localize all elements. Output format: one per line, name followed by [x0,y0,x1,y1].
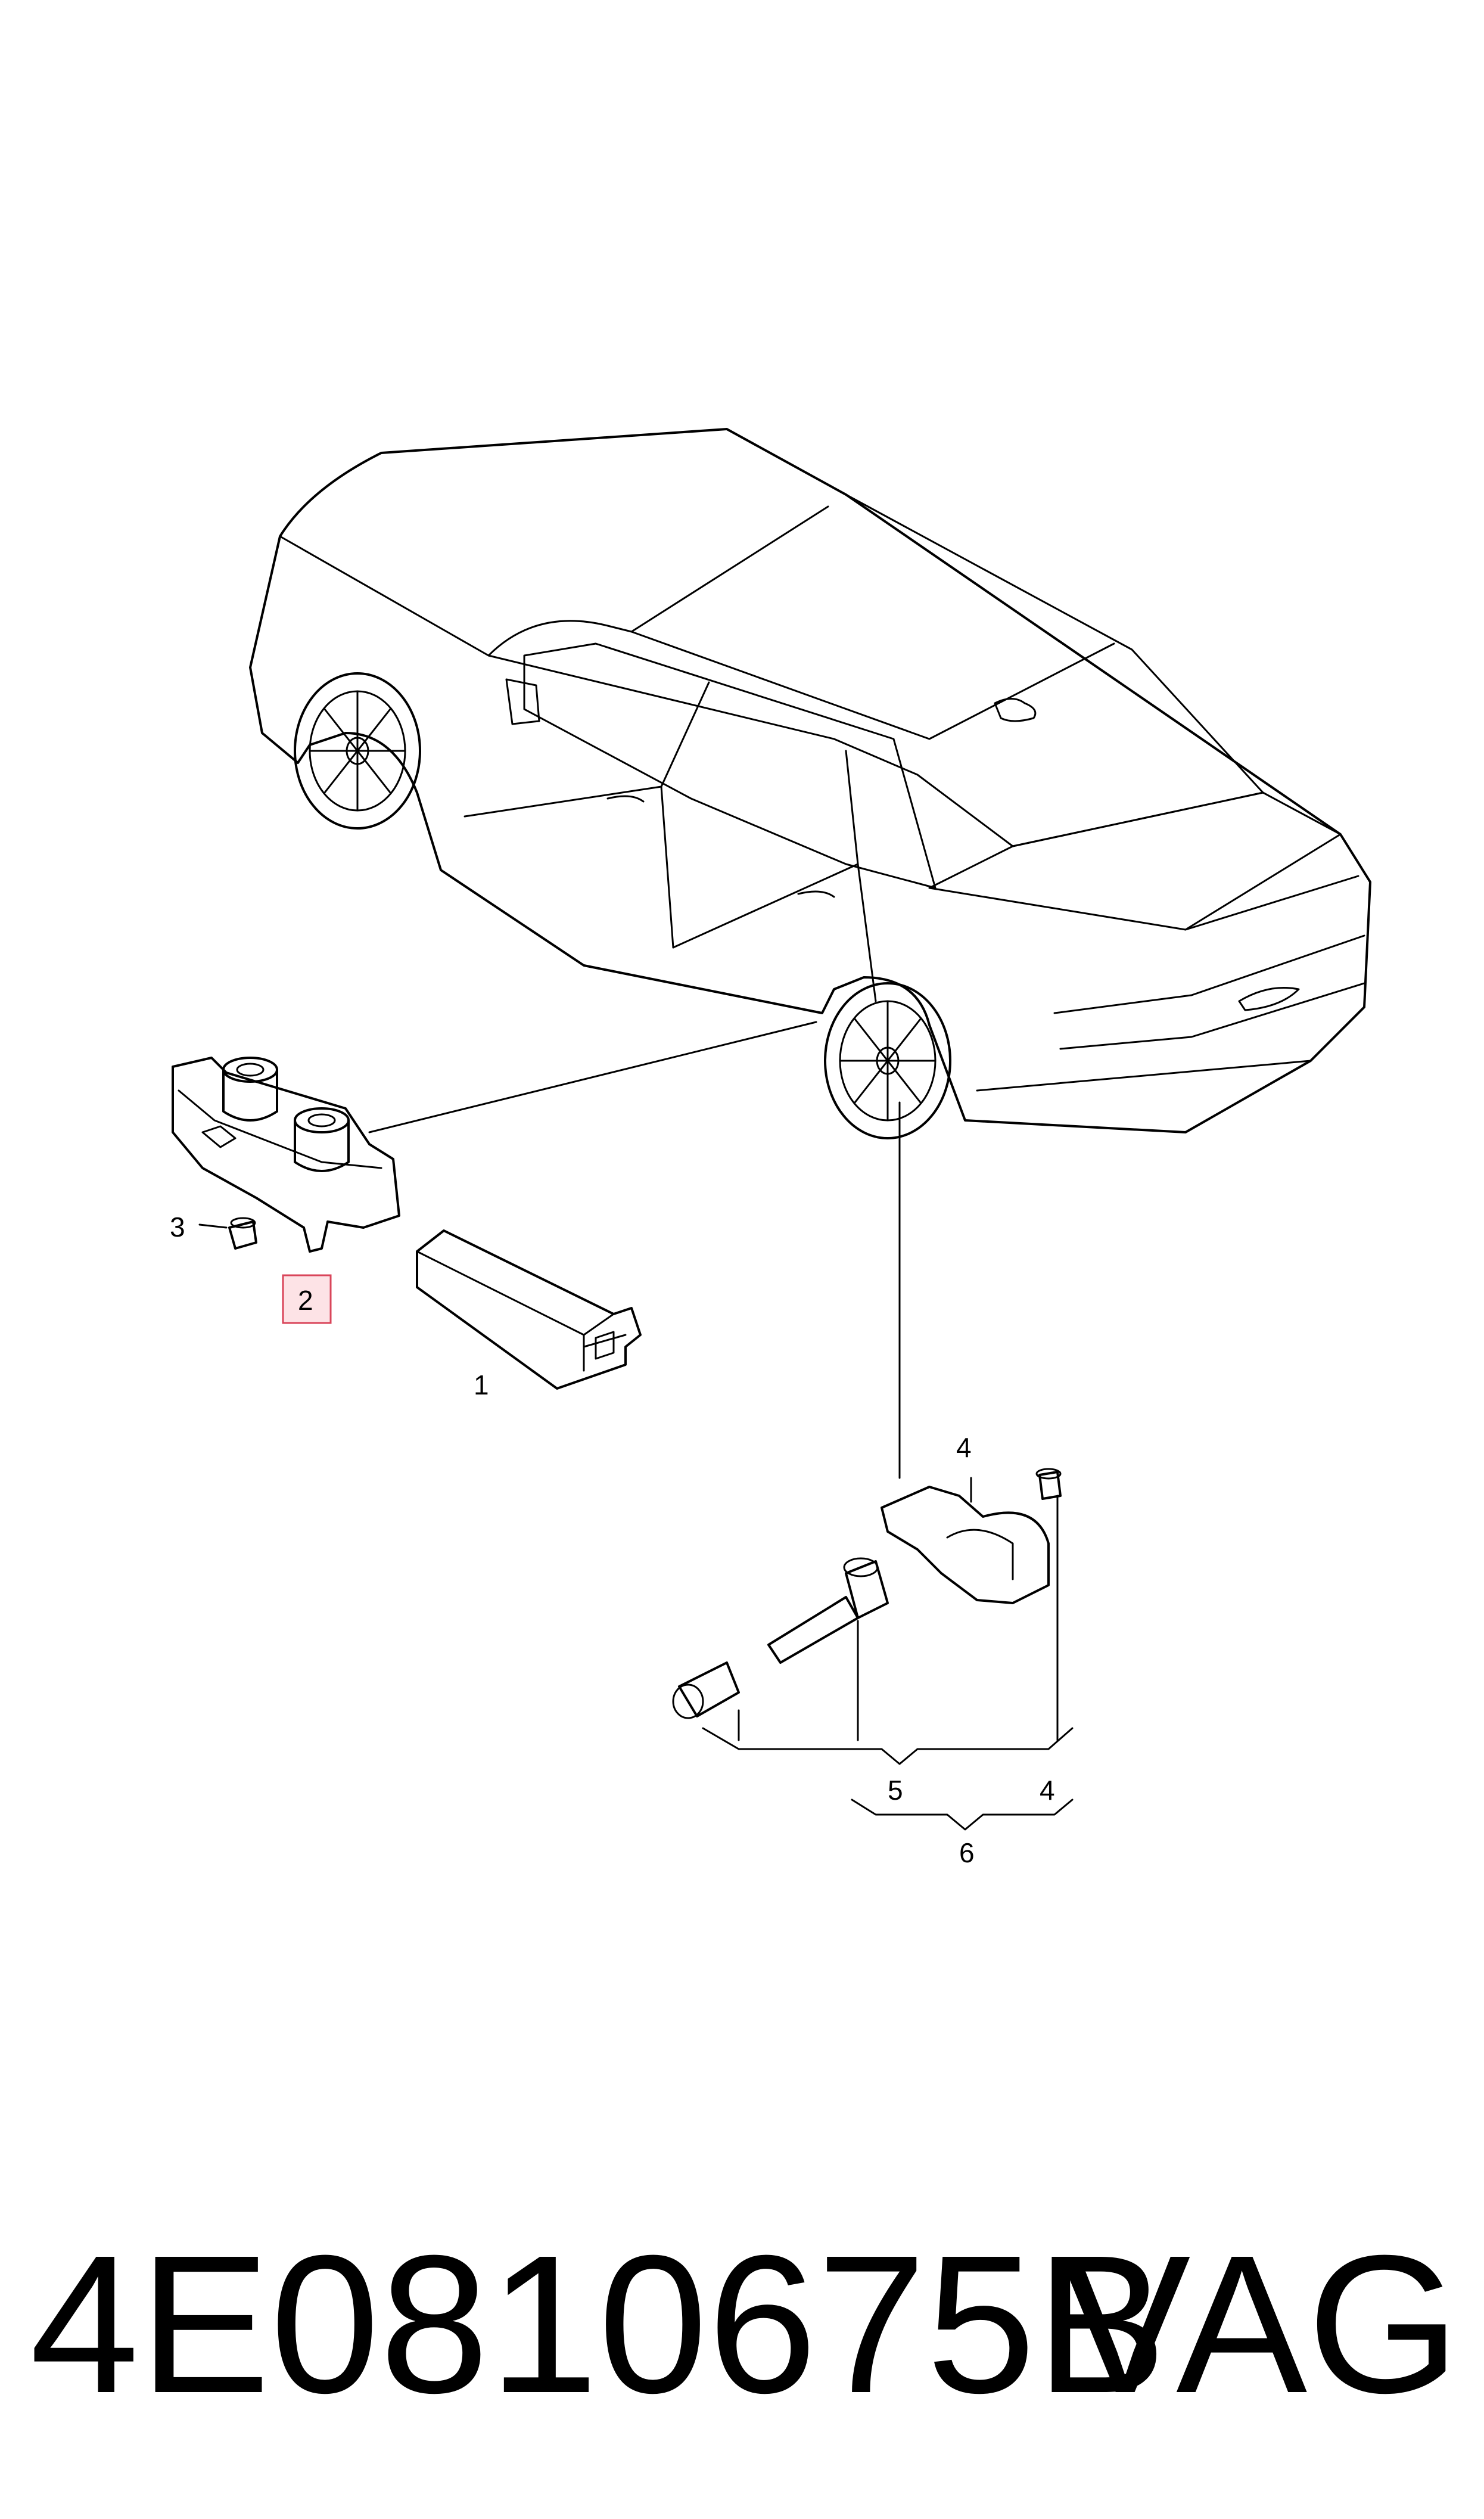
brand-label: VAG [1059,2214,1460,2434]
callout-label-5: 5 [888,1775,903,1806]
callout-label-4-group: 4 [1040,1775,1055,1806]
callout-label-2: 2 [298,1285,313,1316]
control-module-illustration [416,1229,642,1390]
callout-label-4-sensor: 4 [956,1432,972,1463]
callout-2-highlight [282,1274,332,1324]
leader-lines [368,1021,901,1479]
callout-label-3: 3 [170,1212,185,1243]
nut-illustration [198,1217,257,1250]
callout-label-6: 6 [959,1837,975,1868]
callout-label-1: 1 [474,1369,489,1400]
bracket-illustration [172,1057,400,1253]
sensor-assembly-illustration [672,1468,1062,1741]
car-illustration [249,428,1371,1139]
grouping-brackets [702,1727,1074,1831]
part-number: 4E0810675B [30,2214,1167,2434]
